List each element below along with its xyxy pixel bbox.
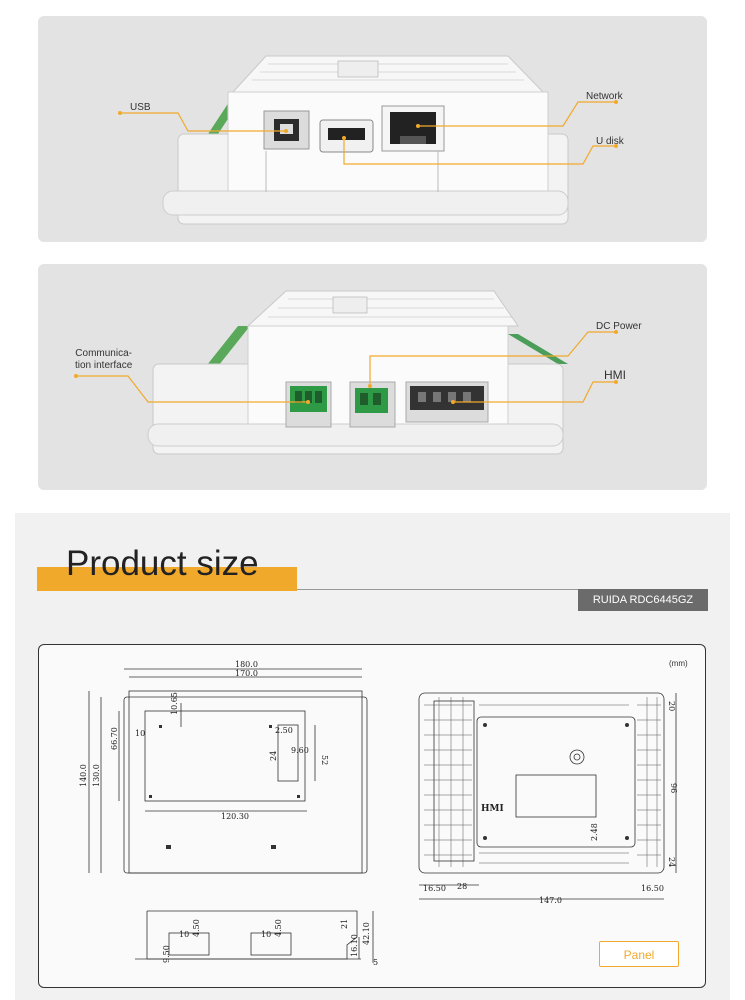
technical-drawing: 180.0 170.0 10.65 66.70 10 2.50 9.60 52 … <box>79 660 678 967</box>
dim-9-60: 9.60 <box>291 746 309 755</box>
dim-120-30: 120.30 <box>221 812 249 821</box>
product-photo-ports-top: USB Network U disk <box>38 16 707 242</box>
dim-side-10-a: 10 <box>179 930 189 939</box>
dim-130: 130.0 <box>92 764 101 787</box>
controller-illustration-top <box>118 55 618 225</box>
dim-side-5: 5 <box>373 958 378 967</box>
communication-interface-callout-label: Communica- tion interface <box>75 348 133 371</box>
dim-side-10-b: 10 <box>261 930 271 939</box>
controller-illustration-bottom <box>74 290 618 455</box>
dim-side-16-10: 16.10 <box>350 934 359 957</box>
dim-147: 147.0 <box>539 896 562 905</box>
dim-16-50-left: 16.50 <box>423 884 446 893</box>
dim-140: 140.0 <box>79 764 88 787</box>
model-tag: RUIDA RDC6445GZ <box>578 589 708 611</box>
dimension-drawing: (mm) 180.0 1 <box>38 644 706 988</box>
product-photo-ports-bottom: Communica- tion interface DC Power HMI <box>38 264 707 490</box>
title-accent-bar <box>37 567 297 591</box>
dim-66-70: 66.70 <box>110 727 119 750</box>
dim-170: 170.0 <box>235 669 258 678</box>
dim-side-9-50: 9.50 <box>162 945 171 963</box>
front-view-outline <box>128 690 363 874</box>
unit-label: (mm) <box>669 659 688 668</box>
back-view-outline <box>418 692 665 874</box>
dim-24: 24 <box>269 751 278 761</box>
dim-side-4-50-b: 4.50 <box>274 919 283 937</box>
dim-side-4-50-a: 4.50 <box>192 919 201 937</box>
dim-16-50-right: 16.50 <box>641 884 664 893</box>
dim-2-50: 2.50 <box>275 726 293 735</box>
dim-side-21: 21 <box>340 919 349 929</box>
dim-10: 10 <box>135 729 145 738</box>
hmi-drawing-label: HMI <box>481 804 504 814</box>
dc-power-callout-label: DC Power <box>596 321 642 332</box>
dim-20: 20 <box>667 701 676 711</box>
dim-180: 180.0 <box>235 660 258 669</box>
udisk-callout-label: U disk <box>596 136 624 147</box>
dim-28: 28 <box>457 882 467 891</box>
panel-button[interactable]: Panel <box>599 941 679 967</box>
dim-96: 96 <box>669 783 678 793</box>
title-divider <box>297 589 579 590</box>
dim-52: 52 <box>320 755 329 765</box>
hmi-callout-label: HMI <box>604 368 626 382</box>
dim-24-back: 24 <box>667 857 676 867</box>
dim-2-48: 2.48 <box>590 823 599 841</box>
network-callout-label: Network <box>586 91 623 102</box>
usb-callout-label: USB <box>130 102 151 113</box>
section-title: Product size <box>66 544 259 583</box>
dim-side-42-10: 42.10 <box>362 922 371 945</box>
dim-10-65: 10.65 <box>170 692 179 715</box>
